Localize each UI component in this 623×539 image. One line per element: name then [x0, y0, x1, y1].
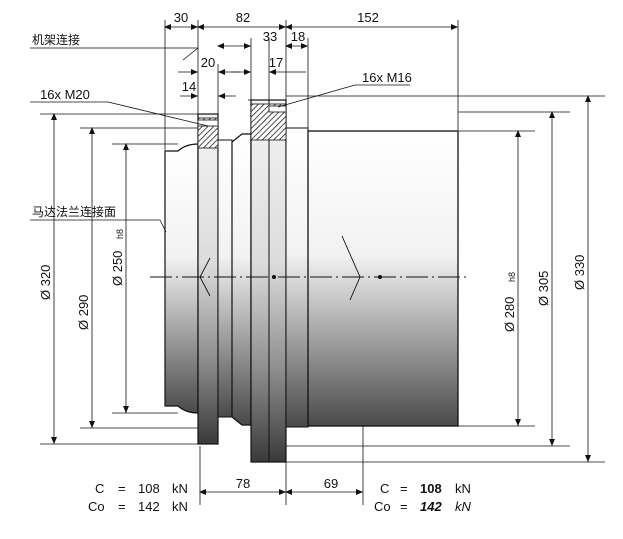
dimension-lines	[30, 20, 605, 505]
dim-18: 18	[291, 29, 305, 44]
inner-ring	[231, 133, 252, 426]
left-hub	[164, 143, 199, 414]
load-left-c-value: 108	[138, 481, 160, 496]
load-left-co-unit: kN	[172, 499, 188, 514]
load-right-co-value: 142	[420, 499, 442, 514]
note-bolts-m16: 16x M16	[362, 70, 412, 85]
load-left-co-value: 142	[138, 499, 160, 514]
dia-290: Ø 290	[76, 295, 91, 330]
dim-152: 152	[357, 10, 379, 25]
load-right-co-unit: kN	[455, 499, 472, 514]
load-left-c-label: C	[95, 481, 104, 496]
inner-step	[217, 139, 233, 418]
load-right-co-label: Co	[374, 499, 391, 514]
dia-250-tolerance: h8	[115, 229, 125, 239]
load-left-c-eq: =	[118, 481, 126, 496]
dim-20: 20	[201, 55, 215, 70]
note-bolts-m20: 16x M20	[40, 87, 90, 102]
dim-14: 14	[182, 79, 196, 94]
dia-305: Ø 305	[536, 271, 551, 306]
dia-330: Ø 330	[572, 255, 587, 290]
dim-33: 33	[263, 29, 277, 44]
main-drum	[307, 130, 459, 427]
load-rating-right: C = 108 kN Co = 142 kN	[374, 481, 472, 514]
dia-320: Ø 320	[38, 265, 53, 300]
dia-280: Ø 280	[502, 297, 517, 332]
dim-17: 17	[269, 55, 283, 70]
outer-step	[285, 127, 309, 428]
load-rating-left: C = 108 kN Co = 142 kN	[88, 481, 188, 514]
load-right-c-label: C	[380, 481, 389, 496]
note-motor-flange: 马达法兰连接面	[32, 204, 116, 219]
load-right-c-eq: =	[400, 481, 408, 496]
load-left-c-unit: kN	[172, 481, 188, 496]
load-right-c-unit: kN	[455, 481, 471, 496]
dim-69: 69	[324, 476, 338, 491]
load-left-co-eq: =	[118, 499, 126, 514]
bearing-body	[164, 99, 459, 463]
dim-78: 78	[236, 476, 250, 491]
load-left-co-label: Co	[88, 499, 105, 514]
load-right-co-eq: =	[400, 499, 408, 514]
load-right-c-value: 108	[420, 481, 442, 496]
dim-30: 30	[174, 10, 188, 25]
dia-280-tolerance: h8	[507, 272, 517, 282]
dim-82: 82	[236, 10, 250, 25]
dia-250: Ø 250	[110, 251, 125, 286]
center-lines	[150, 235, 470, 301]
note-frame-connection: 机架连接	[32, 32, 80, 47]
